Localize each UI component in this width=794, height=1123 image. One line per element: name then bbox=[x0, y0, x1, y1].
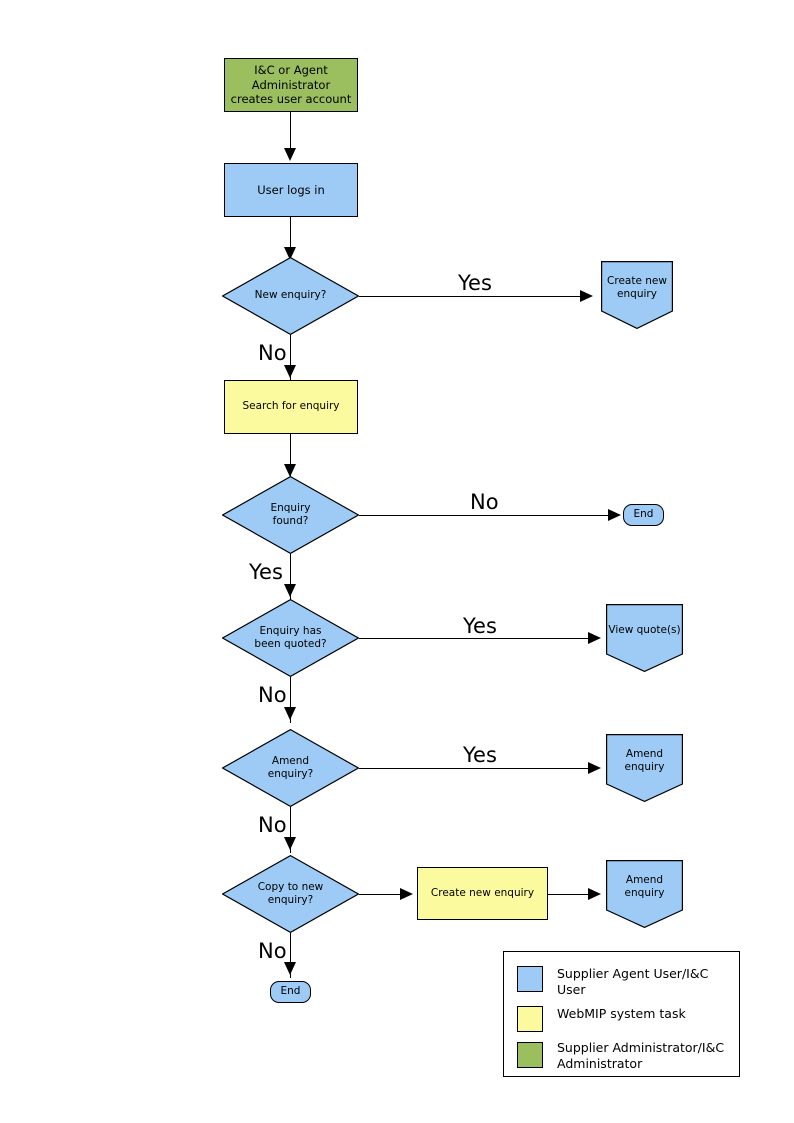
edge-label-new-enquiry-yes: Yes bbox=[458, 271, 492, 295]
arrowhead-down bbox=[284, 962, 296, 975]
arrowhead-down bbox=[284, 365, 296, 378]
arrowhead-right bbox=[588, 632, 601, 644]
node-enquiry-found-decision[interactable]: Enquiry found? bbox=[222, 476, 359, 554]
node-label: User logs in bbox=[257, 182, 325, 197]
arrowhead-down bbox=[284, 247, 296, 260]
edge-copy-to-create bbox=[359, 894, 404, 895]
edge-enquiry-found-yes bbox=[290, 554, 291, 600]
legend-item-supplier-administrator: Supplier Administrator/I&C Administrator bbox=[517, 1040, 725, 1071]
node-label: End bbox=[280, 985, 301, 998]
edge-amend-yes bbox=[359, 768, 591, 769]
edge-label-quoted-yes: Yes bbox=[463, 614, 497, 638]
edge-enquiry-found-no bbox=[359, 515, 614, 516]
arrowhead-down bbox=[284, 148, 296, 161]
node-search-for-enquiry[interactable]: Search for enquiry bbox=[224, 380, 358, 434]
arrowhead-right bbox=[588, 888, 601, 900]
diamond-shape bbox=[222, 476, 359, 554]
node-copy-to-new-decision[interactable]: Copy to new enquiry? bbox=[222, 855, 359, 933]
edge-copy-no bbox=[290, 933, 291, 978]
node-label: Create new enquiry bbox=[430, 886, 535, 899]
edge-label-amend-no: No bbox=[258, 813, 287, 837]
node-create-new-enquiry-top[interactable]: Create new enquiry bbox=[601, 261, 673, 329]
node-view-quotes[interactable]: View quote(s) bbox=[606, 604, 683, 672]
node-label: I&C or Agent Administrator creates user … bbox=[230, 63, 352, 107]
node-end-final[interactable]: End bbox=[270, 981, 311, 1003]
arrowhead-right bbox=[400, 888, 413, 900]
legend-swatch-blue bbox=[517, 966, 543, 992]
diamond-shape bbox=[222, 855, 359, 933]
node-label: Enquiry found? bbox=[270, 501, 311, 527]
edge-new-enquiry-no bbox=[290, 335, 291, 381]
edge-amend-no bbox=[290, 807, 291, 853]
diamond-shape bbox=[222, 257, 359, 335]
node-amend-enquiry-decision[interactable]: Amend enquiry? bbox=[222, 729, 359, 807]
arrowhead-down bbox=[284, 584, 296, 597]
edge-label-new-enquiry-no: No bbox=[258, 341, 287, 365]
manual-operation-shape bbox=[601, 261, 673, 329]
node-user-logs-in[interactable]: User logs in bbox=[224, 163, 358, 217]
arrowhead-right bbox=[588, 762, 601, 774]
diamond-shape bbox=[222, 599, 359, 677]
edge-quoted-yes bbox=[359, 638, 591, 639]
legend-box: Supplier Agent User/I&C User WebMIP syst… bbox=[503, 951, 740, 1077]
node-label: Create new enquiry bbox=[607, 274, 667, 300]
arrowhead-down bbox=[284, 464, 296, 477]
arrowhead-down bbox=[284, 837, 296, 850]
edge-search-to-found bbox=[290, 434, 291, 476]
legend-item-supplier-agent-user: Supplier Agent User/I&C User bbox=[517, 966, 739, 997]
node-create-new-enquiry-task[interactable]: Create new enquiry bbox=[417, 867, 548, 920]
legend-item-webmip-system-task: WebMIP system task bbox=[517, 1006, 686, 1032]
manual-operation-shape bbox=[606, 734, 683, 802]
diamond-shape bbox=[222, 729, 359, 807]
node-label: View quote(s) bbox=[608, 624, 681, 637]
node-label: Enquiry has been quoted? bbox=[254, 624, 327, 650]
legend-swatch-green bbox=[517, 1042, 543, 1068]
node-label: Search for enquiry bbox=[242, 400, 340, 413]
node-new-enquiry-decision[interactable]: New enquiry? bbox=[222, 257, 359, 335]
edge-label-enquiry-found-yes: Yes bbox=[249, 560, 283, 584]
legend-label: WebMIP system task bbox=[557, 1006, 686, 1021]
manual-operation-shape bbox=[606, 860, 683, 928]
edge-label-copy-no: No bbox=[258, 939, 287, 963]
node-label: Amend enquiry bbox=[624, 747, 665, 773]
edge-new-enquiry-yes bbox=[359, 296, 584, 297]
edge-label-enquiry-found-no: No bbox=[470, 490, 499, 514]
node-amend-enquiry-1[interactable]: Amend enquiry bbox=[606, 734, 683, 802]
arrowhead-down bbox=[284, 707, 296, 720]
edge-create-to-amend bbox=[548, 894, 594, 895]
edge-label-amend-yes: Yes bbox=[463, 743, 497, 767]
node-enquiry-quoted-decision[interactable]: Enquiry has been quoted? bbox=[222, 599, 359, 677]
legend-swatch-yellow bbox=[517, 1006, 543, 1032]
arrowhead-right bbox=[608, 509, 621, 521]
legend-label: Supplier Agent User/I&C User bbox=[557, 966, 709, 997]
edge-login-to-new-enquiry bbox=[290, 217, 291, 259]
manual-operation-shape bbox=[606, 604, 683, 672]
node-label: New enquiry? bbox=[254, 289, 327, 302]
node-label: Amend enquiry bbox=[624, 873, 665, 899]
node-label: End bbox=[633, 508, 654, 521]
edge-label-quoted-no: No bbox=[258, 683, 287, 707]
node-amend-enquiry-2[interactable]: Amend enquiry bbox=[606, 860, 683, 928]
node-label: Copy to new enquiry? bbox=[257, 880, 324, 906]
arrowhead-right bbox=[580, 290, 593, 302]
node-label: Amend enquiry? bbox=[267, 754, 314, 780]
node-end-not-found[interactable]: End bbox=[623, 504, 664, 526]
edge-create-account-to-login bbox=[290, 112, 291, 155]
legend-label: Supplier Administrator/I&C Administrator bbox=[557, 1040, 725, 1071]
edge-quoted-no bbox=[290, 677, 291, 723]
node-create-user-account[interactable]: I&C or Agent Administrator creates user … bbox=[224, 58, 358, 112]
